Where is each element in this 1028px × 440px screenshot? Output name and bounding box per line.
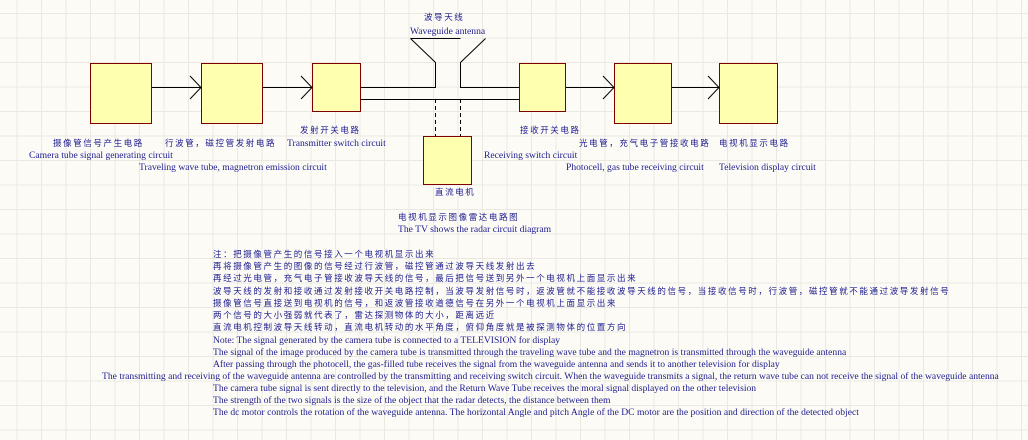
block-transmitter-switch[interactable] bbox=[312, 63, 361, 112]
block-photocell-receiver[interactable] bbox=[614, 63, 672, 124]
block-label-en: Photocell, gas tube receiving circuit bbox=[566, 162, 704, 173]
note-zh: 波导天线的发射和接收通过发射接收开关电路控制，当波导发射信号时，返波管就不能接收… bbox=[213, 287, 951, 297]
block-label-zh: 直流电机 bbox=[435, 188, 476, 198]
note-en: The camera tube signal is sent directly … bbox=[213, 383, 757, 394]
block-label-zh: 接收开关电路 bbox=[520, 126, 581, 136]
note-zh: 直流电机控制波导天线转动，直流电机转动的水平角度，俯仰角度就是被探测物体的位置方… bbox=[213, 323, 628, 333]
block-television-display[interactable] bbox=[719, 63, 778, 124]
block-label-zh: 行波管，磁控管发射电路 bbox=[165, 139, 277, 149]
note-en: The dc motor controls the rotation of th… bbox=[213, 407, 859, 418]
note-zh: 注：把摄像管产生的信号接入一个电视机显示出来 bbox=[213, 250, 436, 260]
note-zh: 再将摄像管产生的图像的信号经过行波管，磁控管通过波导天线发射出去 bbox=[213, 262, 537, 272]
block-label-en: Transmitter switch circuit bbox=[287, 138, 386, 149]
note-zh: 再经过光电管，充气电子管接收波导天线的信号，最后把信号送到另外一个电视机上面显示… bbox=[213, 274, 638, 284]
block-label-zh: 发射开关电路 bbox=[300, 126, 361, 136]
block-label-zh: 摄像管信号产生电路 bbox=[53, 139, 144, 149]
block-dc-motor[interactable] bbox=[423, 136, 472, 185]
wire bbox=[152, 38, 719, 100]
block-label-zh: 电视机显示电路 bbox=[719, 139, 790, 149]
block-label-en: Receiving switch circuit bbox=[484, 150, 578, 161]
diagram-title-en: The TV shows the radar circuit diagram bbox=[398, 224, 552, 235]
antenna-label-en: Waveguide antenna bbox=[410, 26, 486, 37]
block-label-en: Camera tube signal generating circuit bbox=[29, 150, 173, 161]
dashed-wire bbox=[435, 99, 461, 136]
diagram-title-zh: 电视机显示图像雷达电路图 bbox=[398, 213, 520, 223]
block-label-zh: 光电管，充气电子管接收电路 bbox=[579, 139, 711, 149]
block-traveling-wave-tube[interactable] bbox=[201, 63, 263, 124]
note-en: The transmitting and receiving of the wa… bbox=[102, 371, 999, 382]
antenna-label-zh: 波导天线 bbox=[424, 13, 465, 23]
block-receiving-switch[interactable] bbox=[519, 63, 566, 112]
block-camera-tube[interactable] bbox=[90, 63, 152, 124]
note-zh: 两个信号的大小强弱就代表了，雷达探测物体的大小，距离远近 bbox=[213, 311, 496, 321]
block-label-en: Traveling wave tube, magnetron emission … bbox=[139, 162, 327, 173]
block-label-en: Television display circuit bbox=[719, 162, 816, 173]
note-en: Note: The signal generated by the camera… bbox=[213, 335, 561, 346]
note-en: The signal of the image produced by the … bbox=[213, 347, 847, 358]
arrow-icon bbox=[189, 75, 720, 100]
note-zh: 摄像管信号直接送到电视机的信号，和返波管接收道德信号在另外一个电视机上面显示出来 bbox=[213, 299, 618, 309]
note-en: After passing through the photocell, the… bbox=[213, 359, 780, 370]
note-en: The strength of the two signals is the s… bbox=[213, 395, 611, 406]
